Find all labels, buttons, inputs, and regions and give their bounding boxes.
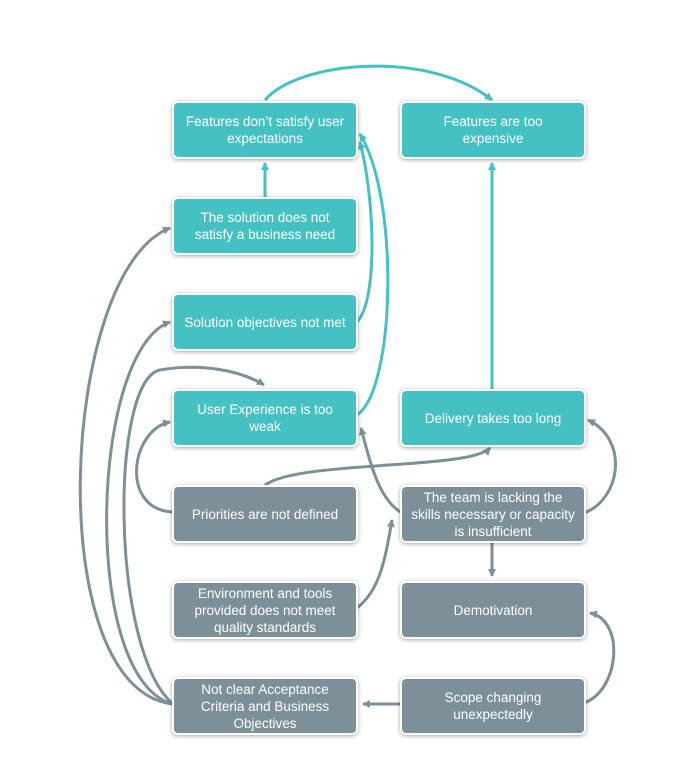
arrow-priorities-to-ux xyxy=(135,419,174,514)
node-priorities-undefined: Priorities are not defined xyxy=(172,485,358,543)
arrow-acceptance-to-ux xyxy=(122,365,265,706)
arrow-objectives-to-features xyxy=(355,141,374,324)
arrow-features-to-expensive xyxy=(263,64,493,102)
arrow-scope-to-demotivation xyxy=(583,610,616,705)
arrow-environment-to-team xyxy=(356,519,395,610)
node-scope-changing: Scope changing unexpectedly xyxy=(400,677,586,735)
node-features-not-satisfy: Features don’t satisfy user expectations xyxy=(172,101,358,159)
node-demotivation: Demotivation xyxy=(400,581,586,639)
node-ux-weak: User Experience is too weak xyxy=(172,389,358,447)
arrow-acceptance-to-objectives xyxy=(105,320,174,706)
node-features-expensive: Features are too expensive xyxy=(400,101,586,159)
arrow-team-to-ux xyxy=(358,427,403,515)
arrow-team-to-delivery xyxy=(583,418,617,515)
arrow-priorities-to-delivery xyxy=(264,446,492,487)
node-acceptance-criteria: Not clear Acceptance Criteria and Busine… xyxy=(172,677,358,735)
node-delivery-long: Delivery takes too long xyxy=(400,389,586,447)
node-objectives-not-met: Solution objectives not met xyxy=(172,293,358,351)
arrow-ux-to-features xyxy=(356,133,390,417)
node-environment-tools: Environment and tools provided does not … xyxy=(172,581,358,639)
arrow-acceptance-to-business xyxy=(78,226,174,706)
node-team-lacking: The team is lacking the skills necessary… xyxy=(400,485,586,543)
node-solution-not-business: The solution does not satisfy a business… xyxy=(172,197,358,255)
